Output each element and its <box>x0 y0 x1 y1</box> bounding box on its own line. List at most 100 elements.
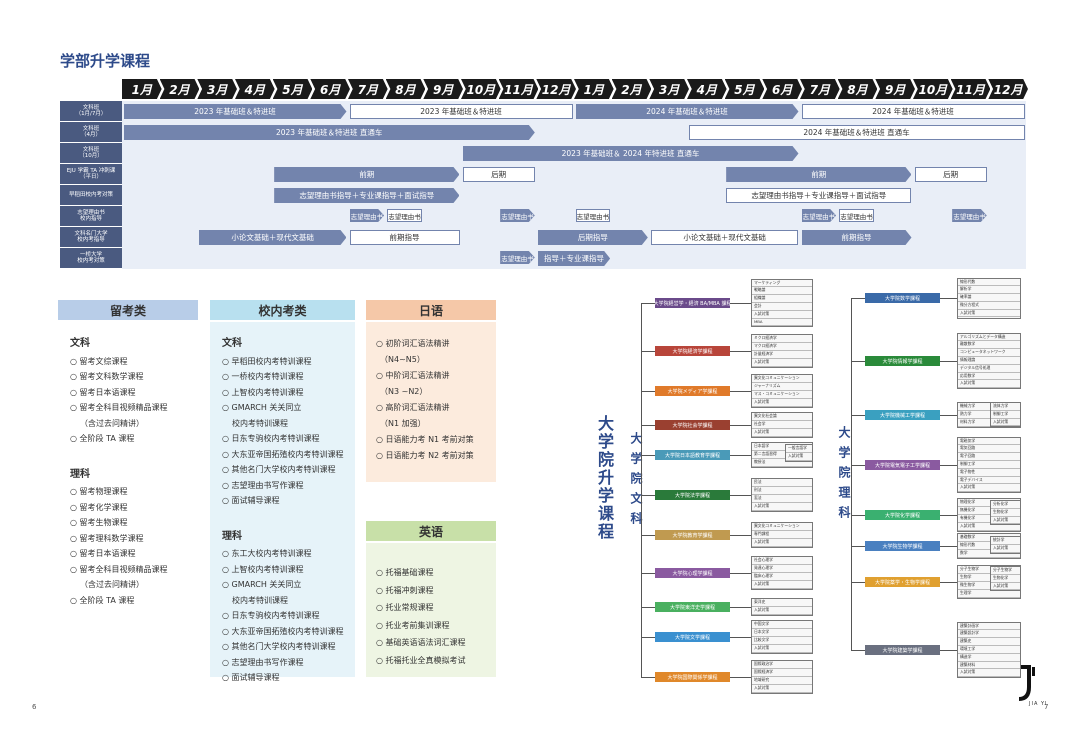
schedule-bar: 志望理由书 <box>952 209 987 222</box>
schedule-row-label: 早稻田校内考对策 <box>60 185 122 206</box>
schedule-bar: 后期指导 <box>538 230 648 245</box>
tree-side-box: 流体力学制御工学入試対策 <box>990 402 1021 428</box>
list-item: ○ 留考日本语课程 <box>70 387 136 397</box>
tree-detail-item: 有機化学 <box>958 515 1020 523</box>
list-item: ○ 日东专驹校内考特训课程 <box>222 611 320 620</box>
tree-detail-item: マクロ経済学 <box>752 343 812 351</box>
list-item: ○ 托福基础课程 <box>376 568 434 577</box>
list-item: ○ 其他名门大学校内考特训课程 <box>222 465 336 474</box>
schedule-bar: 前期 <box>274 167 459 182</box>
tree-connector <box>730 495 751 496</box>
tree-detail-item: アルゴリズムとデータ構造 <box>958 334 1020 342</box>
tree-detail-item: 会計 <box>752 303 812 311</box>
schedule-row-label: 一桥大学 校内考对策 <box>60 248 122 269</box>
tree-side-box: 統計学入試対策 <box>990 536 1021 554</box>
month-tab: 3月 <box>649 79 689 99</box>
list-item: ○ 托业常规课程 <box>376 603 434 612</box>
tree-detail-item: 入試対策 <box>958 380 1020 389</box>
tree-detail-item: 組織論 <box>752 295 812 303</box>
tree-detail-item: 流体力学 <box>991 403 1020 411</box>
tree-connector <box>940 546 957 547</box>
schedule-bar: 前期指导 <box>349 230 460 245</box>
tree-detail-box: 東洋史入試対策 <box>751 598 813 616</box>
list-item: ○ 面试辅导课程 <box>222 673 280 682</box>
tree-detail-item: 入試対策 <box>752 645 812 653</box>
tree-detail-item: 制御工学 <box>958 461 1020 469</box>
list-item: ○ 留考文科数学课程 <box>70 372 144 381</box>
tree-detail-item: 異文化コミュニケーション <box>752 375 812 384</box>
tree-connector <box>730 303 751 304</box>
month-tab: 6月 <box>310 79 350 99</box>
schedule-row-label: 志望理由书 校内指导 <box>60 206 122 227</box>
list-item: ○ 日语能力考 N2 考前对策 <box>376 451 474 460</box>
tree-node: 大学院社会学課程 <box>655 420 730 430</box>
liukao-panel <box>58 322 198 677</box>
schedule-bar: 前期指导 <box>802 230 912 245</box>
tree-detail-item: 入試対策 <box>991 419 1020 427</box>
tree-detail-item: 物理化学 <box>958 499 1020 508</box>
tree-detail-item: 建築計画学 <box>958 623 1020 631</box>
tree-detail-item: MBA <box>752 319 812 327</box>
tree-detail-item: 建築設計学 <box>958 630 1020 639</box>
yingyu-header-bg <box>366 521 496 541</box>
tree-detail-item: 解析学 <box>958 286 1020 295</box>
list-item: （含过去问精讲） <box>80 580 144 589</box>
tree-detail-item: 入試対策 <box>991 545 1020 553</box>
tree-connector <box>851 415 865 416</box>
list-item: （含过去问精讲） <box>80 418 144 428</box>
schedule-bar: 志望理由书指导＋专业课指导＋面试指导 <box>274 188 459 203</box>
tree-node: 大学院東洋史学課程 <box>655 602 730 612</box>
xiaonei-header: 校内考类 <box>258 303 307 318</box>
tree-detail-item: 生物化学 <box>991 575 1020 583</box>
tree-connector <box>851 465 865 466</box>
tree-connector <box>851 582 865 583</box>
list-item: ○ 其他名门大学校内考特训课程 <box>222 642 336 651</box>
list-item: ○ GMARCH 关关同立 <box>222 580 302 589</box>
tree-detail-item: 入試対策 <box>752 429 812 437</box>
list-item: ○ 大东亚帝国拓殖校内考特训课程 <box>222 626 344 636</box>
tree-side-box: 一般言語学入試対策 <box>785 444 813 462</box>
list-item: ○ 留考化学课程 <box>70 502 128 512</box>
tree-detail-item: 材料力学 <box>958 419 1020 427</box>
schedule-row-label: 文科班 （1月/7月） <box>60 101 122 122</box>
month-tab: 9月 <box>423 79 463 99</box>
tree-detail-item: 応用数学 <box>958 373 1020 381</box>
schedule-bar: 2024 年基础班＆特进班 <box>576 104 799 119</box>
tree-detail-item: 微分方程式 <box>958 302 1020 310</box>
tree-detail-box: ミクロ経済学マクロ経済学計量経済学入試対策 <box>751 334 813 368</box>
tree-connector <box>851 546 865 547</box>
tree-side-box: 分子生物学生物化学入試対策 <box>990 566 1021 592</box>
list-item: ○ 志望理由书写作课程 <box>222 657 304 667</box>
tree-detail-item: 線形代数 <box>958 279 1020 287</box>
month-tab: 11月 <box>950 79 991 99</box>
tree-connector <box>940 515 957 516</box>
tree-detail-item: 熱力学 <box>958 411 1020 419</box>
tree-node: 大学院法学課程 <box>655 490 730 500</box>
list-item: ○ GMARCH 关关同立 <box>222 403 302 412</box>
list-item: ○ 中阶词汇语法精讲 <box>376 371 450 380</box>
tree-connector <box>641 425 655 426</box>
tree-detail-item: 日本語学 <box>752 443 812 452</box>
month-tab: 12月 <box>988 79 1028 99</box>
tree-detail-item: 異文化社会論 <box>752 413 812 422</box>
schedule-row-label: EJU 学霸 TA 冲刺课 （平日） <box>60 164 122 185</box>
list-item: ○ 一桥校内考特训课程 <box>222 372 304 381</box>
tree-connector <box>940 361 957 362</box>
tree-detail-item: 入試対策 <box>752 399 812 407</box>
tree-detail-item: 一般言語学 <box>786 445 812 453</box>
list-item: ○ 全阶段 TA 课程 <box>70 434 135 443</box>
tree-connector <box>730 573 751 574</box>
tree-detail-item: 社会学 <box>752 421 812 429</box>
tree-connector <box>940 650 957 651</box>
tree-detail-item: 入試対策 <box>752 311 812 319</box>
tree-connector <box>730 535 751 536</box>
rika-title: 大学院理科 <box>837 426 851 526</box>
tree-connector <box>940 298 957 299</box>
month-tab: 6月 <box>762 79 802 99</box>
tree-connector <box>641 303 655 304</box>
month-tab: 5月 <box>724 79 765 99</box>
schedule-bar: 后期 <box>462 167 535 182</box>
tree-detail-item: 国際政治学 <box>752 661 812 670</box>
schedule-bar: 2024 年基础班＆特进班 <box>801 104 1025 119</box>
